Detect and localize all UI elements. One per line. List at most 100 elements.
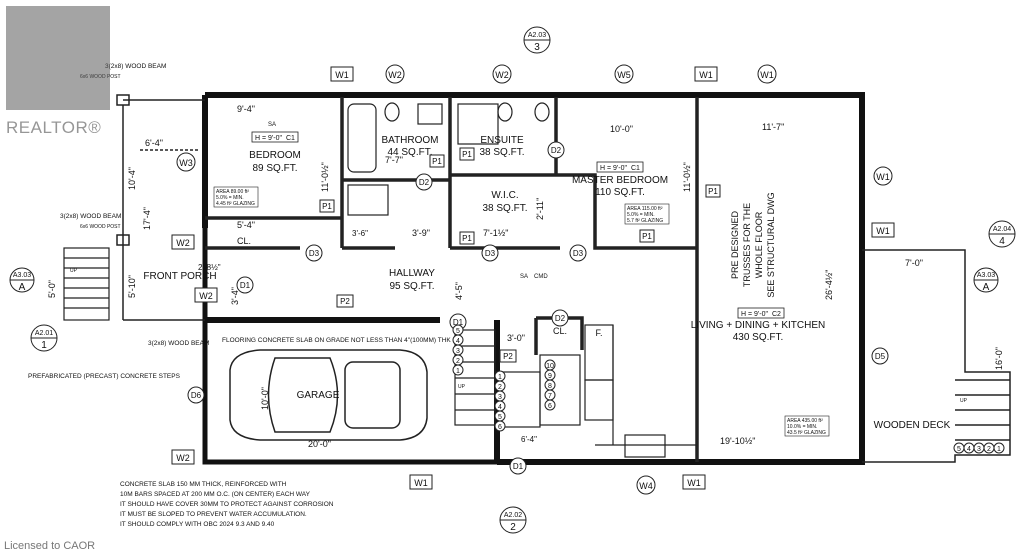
master-ceiling-tag: C1 <box>631 165 640 172</box>
fixtures <box>347 102 697 458</box>
dim-clos-small: 3'-6" <box>352 229 368 238</box>
sa-label: SA <box>268 122 276 128</box>
door-tag-d3: D3 <box>309 249 320 258</box>
svg-text:7: 7 <box>548 393 552 400</box>
svg-text:9: 9 <box>548 373 552 380</box>
truss-note: PRE DESIGNED TRUSSES FOR THE WHOLE FLOOR… <box>730 192 776 297</box>
svg-text:P2: P2 <box>340 297 350 306</box>
elev-right-num: A <box>983 282 990 293</box>
deck-name: WOODEN DECK <box>874 420 951 431</box>
dim-garage-d: 10'-0" <box>260 387 270 410</box>
structural-notes: 3(2x8) WOOD BEAM 6x6 WOOD POST 3(2x8) WO… <box>28 63 968 528</box>
deck <box>862 249 1011 463</box>
dim-hall: 3'-9" <box>412 228 430 238</box>
living-area: 430 SQ.FT. <box>733 332 784 343</box>
porch-frame <box>116 94 205 321</box>
dim-step-h: 5'-0" <box>47 280 57 298</box>
dim-bath: 7'-7" <box>385 155 403 165</box>
laundry-icon <box>347 184 389 216</box>
window-tags: W1 W2 W2 W5 W1 W1 W1 W1 W3 W2 W2 W2 W1 W… <box>171 64 895 495</box>
svg-text:6: 6 <box>548 403 552 410</box>
up-label: UP <box>70 268 78 274</box>
svg-text:3: 3 <box>456 348 460 355</box>
living-ceiling: H = 9'-0" <box>741 311 768 318</box>
window-tag-top-2: W2 <box>388 70 402 80</box>
living-ceiling-tag: C2 <box>772 311 781 318</box>
bedroom-area: 89 SQ.FT. <box>252 163 297 174</box>
section-bottom-ref: A2.02 <box>504 512 522 519</box>
svg-text:10M BARS SPACED AT 200 MM O.C.: 10M BARS SPACED AT 200 MM O.C. (ON CENTE… <box>120 491 311 498</box>
wic-area: 38 SQ.FT. <box>482 203 527 214</box>
bathroom-area: 44 SQ.FT. <box>387 147 432 158</box>
svg-text:TRUSSES FOR THE: TRUSSES FOR THE <box>742 203 752 287</box>
window-tag-w3: W3 <box>179 158 193 168</box>
dim-wic-h: 2'-11" <box>535 198 545 220</box>
left-steps <box>63 247 110 321</box>
svg-text:IT MUST BE SLOPED TO PREVENT W: IT MUST BE SLOPED TO PREVENT WATER ACCUM… <box>120 511 307 518</box>
section-top-ref: A2.03 <box>528 32 546 39</box>
glazing-notes: AREA 89.00 ft² 5.0% = MIN. 4.45 ft² GLAZ… <box>213 186 830 437</box>
svg-text:SEE STRUCTURAL DWG: SEE STRUCTURAL DWG <box>766 192 776 297</box>
realtor-watermark: REALTOR® <box>0 6 110 138</box>
panel-tags: P1 P1 P1 P1 P1 P1 P2 P2 <box>319 147 721 363</box>
window-tag-top-1: W1 <box>335 70 349 80</box>
svg-text:P1: P1 <box>708 187 718 196</box>
window-tag-top-6: W1 <box>760 70 774 80</box>
living-glazing-2: 10.0% = MIN. <box>787 424 817 430</box>
svg-text:2: 2 <box>987 446 991 453</box>
fridge-label: F. <box>595 328 602 338</box>
kitchen-sink-icon <box>624 434 666 458</box>
wic-name: W.I.C. <box>491 190 518 201</box>
section-bottom-num: 2 <box>510 522 516 533</box>
door-tag-d1c: D1 <box>513 462 524 471</box>
master-glazing-2: 5.0% = MIN. <box>627 212 655 218</box>
window-tag-left-w2a: W2 <box>176 238 190 248</box>
door-tags: D1 D1 D1 D2 D2 D2 D3 D3 D3 D5 D6 <box>187 141 889 475</box>
dim-hall-small: 2'-8½" <box>198 263 221 272</box>
sink-icon <box>417 103 443 125</box>
door-tag-d3c: D3 <box>573 249 584 258</box>
stair-numbers: 1 2 3 4 5 6 10 9 8 7 6 5 4 3 2 1 5 4 3 2… <box>452 324 1005 454</box>
svg-text:P1: P1 <box>642 232 652 241</box>
window-tag-bottom-1: W1 <box>414 478 428 488</box>
dim-wic: 7'-1½" <box>483 228 508 238</box>
closet-name: CL. <box>237 236 251 246</box>
svg-text:P1: P1 <box>432 157 442 166</box>
living-name: LIVING + DINING + KITCHEN <box>691 320 825 331</box>
master-glazing-3: 5.7 ft² GLAZING <box>627 218 663 224</box>
svg-text:6: 6 <box>498 424 502 431</box>
bed-glazing-1: AREA 89.00 ft² <box>216 189 249 195</box>
window-tag-top-3: W2 <box>495 70 509 80</box>
bed-glazing-2: 5.0% = MIN. <box>216 195 244 201</box>
bathtub-icon <box>347 103 377 173</box>
section-markers: A2.03 3 A2.04 4 A2.02 2 A2.01 1 A3.03 A … <box>9 26 1016 534</box>
hallway-area: 95 SQ.FT. <box>389 281 434 292</box>
section-left-ref: A2.01 <box>35 330 53 337</box>
beam-note-mid: 3(2x8) WOOD BEAM <box>60 213 121 220</box>
cmd-label: CMD <box>534 274 548 280</box>
master-ceiling: H = 9'-0" <box>600 165 627 172</box>
dim-bed-h: 11'-0½" <box>320 162 330 192</box>
section-right-num: 4 <box>999 236 1005 247</box>
door-tag-d3b: D3 <box>485 249 496 258</box>
dim-living: 11'-7" <box>762 122 784 132</box>
window-tag-left-w2c: W2 <box>176 453 190 463</box>
bed-glazing-3: 4.45 ft² GLAZING <box>216 201 255 207</box>
svg-text:1: 1 <box>498 374 502 381</box>
bedroom-ceiling-tag: C1 <box>286 135 295 142</box>
dim-deck-h-val: 16'-0" <box>994 347 1004 370</box>
dim-porch-h1: 10'-4" <box>127 167 137 190</box>
bathroom-name: BATHROOM <box>381 135 438 146</box>
dim-porch-w: 6'-4" <box>145 138 163 148</box>
svg-text:5: 5 <box>498 414 502 421</box>
master-name: MASTER BEDROOM <box>572 175 668 186</box>
svg-text:IT SHOULD HAVE COVER 30MM TO: IT SHOULD HAVE COVER 30MM TO PROTECT AGA… <box>120 501 334 508</box>
svg-text:2: 2 <box>456 358 460 365</box>
car-icon <box>229 349 428 441</box>
svg-text:5: 5 <box>456 328 460 335</box>
svg-text:3: 3 <box>498 394 502 401</box>
dim-deck-w: 7'-0" <box>905 258 923 268</box>
dim-stair: 3'-0" <box>507 333 525 343</box>
master-glazing-1: AREA 115.00 ft² <box>627 206 663 212</box>
door-tag-d2c: D2 <box>555 314 566 323</box>
